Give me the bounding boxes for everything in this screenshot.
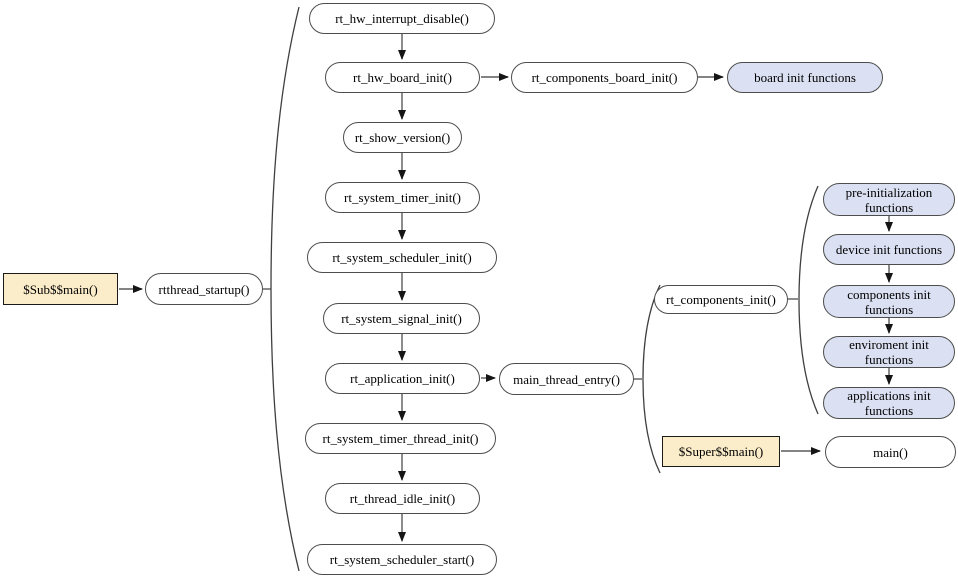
node-rt-components-init: rt_components_init() — [654, 285, 788, 314]
node-rt-thread-idle-init: rt_thread_idle_init() — [325, 483, 480, 514]
brace-mainthread-group-icon — [642, 284, 661, 474]
node-rt-show-version: rt_show_version() — [343, 122, 462, 153]
brace-components-group-icon — [798, 185, 819, 415]
node-rtthread-startup: rtthread_startup() — [145, 273, 263, 305]
node-rt-system-scheduler-start: rt_system_scheduler_start() — [307, 544, 497, 575]
brace-startup-group-icon — [270, 6, 300, 572]
node-rt-system-timer-thread-init: rt_system_timer_thread_init() — [305, 423, 496, 454]
node-main-thread-entry: main_thread_entry() — [499, 363, 634, 395]
node-device-init-functions: device init functions — [823, 234, 955, 265]
node-applications-init-functions: applications init functions — [823, 387, 955, 419]
node-rt-hw-interrupt-disable: rt_hw_interrupt_disable() — [309, 3, 495, 34]
node-rt-system-scheduler-init: rt_system_scheduler_init() — [307, 242, 497, 273]
node-sub-main: $Sub$$main() — [3, 273, 118, 305]
node-enviroment-init-functions: enviroment init functions — [823, 336, 955, 368]
node-board-init-functions: board init functions — [727, 62, 883, 93]
node-rt-hw-board-init: rt_hw_board_init() — [325, 62, 480, 93]
node-rt-components-board-init: rt_components_board_init() — [511, 62, 698, 93]
node-main: main() — [825, 436, 956, 468]
node-components-init-functions: components init functions — [823, 285, 955, 318]
node-rt-system-timer-init: rt_system_timer_init() — [325, 182, 480, 213]
node-rt-application-init: rt_application_init() — [325, 363, 480, 394]
node-super-main: $Super$$main() — [662, 436, 780, 467]
node-rt-system-signal-init: rt_system_signal_init() — [323, 303, 480, 334]
node-pre-initialization-functions: pre-initialization functions — [823, 183, 955, 216]
